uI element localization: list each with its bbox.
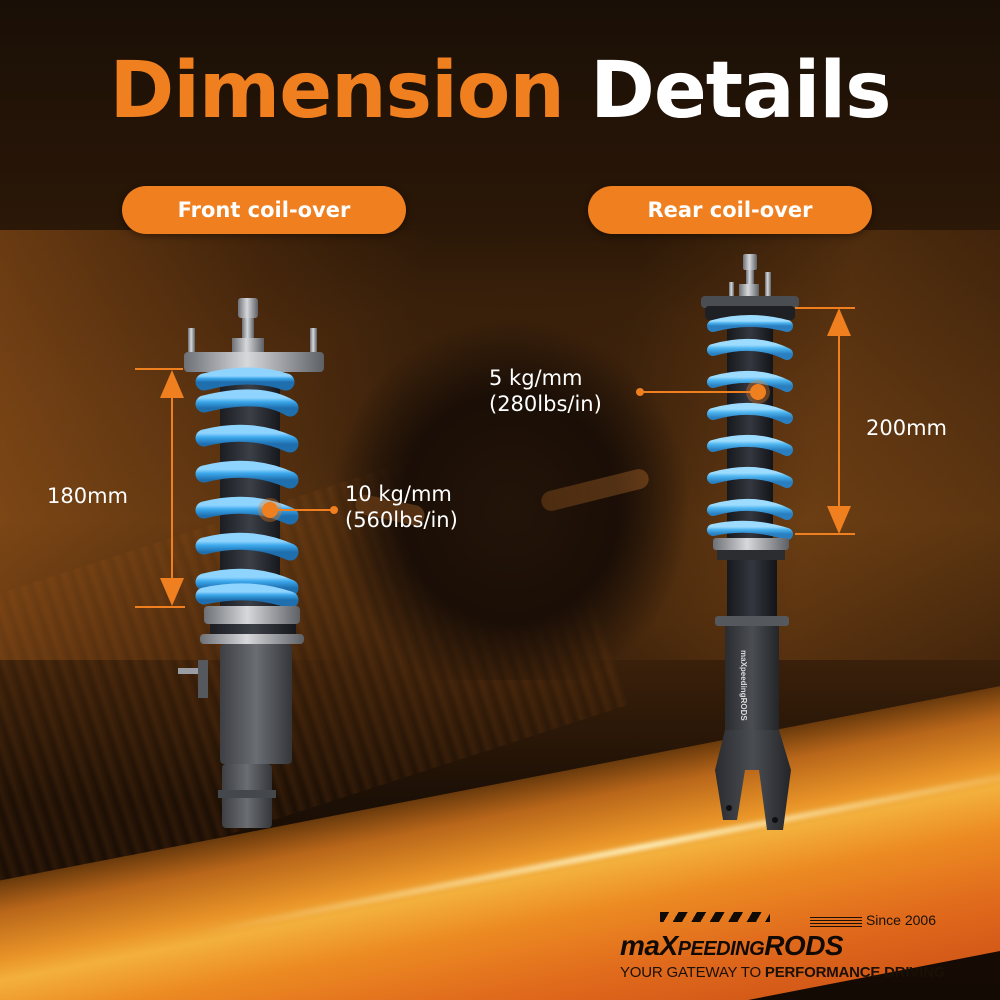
front-spring-rate-lbs: (560lbs/in) bbox=[345, 507, 458, 532]
brand-name-suffix: RODS bbox=[764, 930, 844, 961]
rear-length-label: 200mm bbox=[866, 416, 947, 440]
rear-spring-leader bbox=[640, 391, 758, 393]
front-dim-vertical-line bbox=[171, 395, 173, 581]
rear-body-brand-print: maXpeedingRODS bbox=[739, 650, 748, 721]
rear-spring-marker bbox=[750, 384, 766, 400]
rear-dim-arrow-down-icon bbox=[827, 506, 851, 534]
title-part-2: Details bbox=[590, 46, 891, 136]
brand-name-prefix: maX bbox=[620, 930, 678, 961]
checkered-flag-icon bbox=[660, 912, 770, 922]
rear-spring-leader-end bbox=[636, 388, 644, 396]
brand-since: Since 2006 bbox=[865, 912, 936, 928]
front-coilover-image bbox=[178, 298, 324, 828]
page-title: Dimension Details bbox=[0, 52, 1000, 130]
front-spring-leader bbox=[272, 509, 332, 511]
title-part-1: Dimension bbox=[109, 46, 564, 136]
front-spring-rate: 10 kg/mm (560lbs/in) bbox=[345, 482, 458, 533]
front-coilover-badge: Front coil-over bbox=[122, 186, 406, 234]
rear-dim-arrow-up-icon bbox=[827, 308, 851, 336]
front-dim-bottom-line bbox=[135, 606, 185, 608]
rear-dim-top-line bbox=[795, 307, 855, 309]
front-spring-rate-kg: 10 kg/mm bbox=[345, 482, 452, 506]
front-dim-arrow-up-icon bbox=[160, 370, 184, 398]
front-spring-leader-end bbox=[330, 506, 338, 514]
rear-coilover-badge: Rear coil-over bbox=[588, 186, 872, 234]
front-length-label: 180mm bbox=[47, 484, 128, 508]
speed-lines-icon bbox=[810, 917, 862, 927]
brand-name-mid: PEEDING bbox=[677, 938, 765, 960]
rear-dim-vertical-line bbox=[838, 334, 840, 508]
front-dim-arrow-down-icon bbox=[160, 578, 184, 606]
rear-spring-rate: 5 kg/mm (280lbs/in) bbox=[489, 366, 602, 417]
tagline-light: YOUR GATEWAY TO bbox=[620, 964, 765, 981]
rear-dim-bottom-line bbox=[795, 533, 855, 535]
brand-tagline: YOUR GATEWAY TO PERFORMANCE DRIVING bbox=[620, 964, 945, 981]
rear-spring-rate-lbs: (280lbs/in) bbox=[489, 391, 602, 416]
brand-logo: Since 2006 maXPEEDINGRODS YOUR GATEWAY T… bbox=[620, 912, 950, 982]
brand-name: maXPEEDINGRODS bbox=[620, 930, 844, 962]
front-dim-top-line bbox=[135, 368, 183, 370]
rear-spring-rate-kg: 5 kg/mm bbox=[489, 366, 583, 390]
tagline-bold: PERFORMANCE DRIVING bbox=[764, 964, 946, 981]
front-spring-marker bbox=[262, 502, 278, 518]
rear-coilover-image: maXpeedingRODS bbox=[701, 254, 799, 830]
